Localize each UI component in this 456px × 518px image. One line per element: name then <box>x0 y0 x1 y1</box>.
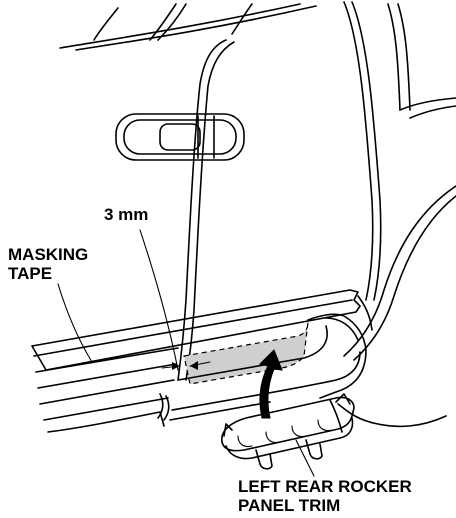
removal-arrow <box>259 349 283 419</box>
masking-tape-leader <box>57 283 93 363</box>
door-handle <box>115 113 245 161</box>
trim-leader <box>295 439 315 477</box>
trim-label-line2: PANEL TRIM <box>238 495 341 515</box>
door-frame-lines <box>59 1 456 381</box>
rocker-panel <box>35 295 447 433</box>
trim-label-line1: LEFT REAR ROCKER <box>238 477 412 496</box>
dimension-marker <box>139 229 211 371</box>
trim-label: LEFT REAR ROCKER PANEL TRIM <box>238 477 412 515</box>
gap-label: 3 mm <box>104 205 149 224</box>
shaded-area <box>183 321 309 385</box>
rocker-trim-part <box>221 393 355 470</box>
masking-tape <box>31 289 361 371</box>
masking-tape-label: MASKING TAPE <box>8 245 89 283</box>
masking-tape-label-line2: TAPE <box>8 263 53 283</box>
masking-tape-label-line1: MASKING <box>8 245 89 264</box>
wheel-arch <box>343 185 456 361</box>
